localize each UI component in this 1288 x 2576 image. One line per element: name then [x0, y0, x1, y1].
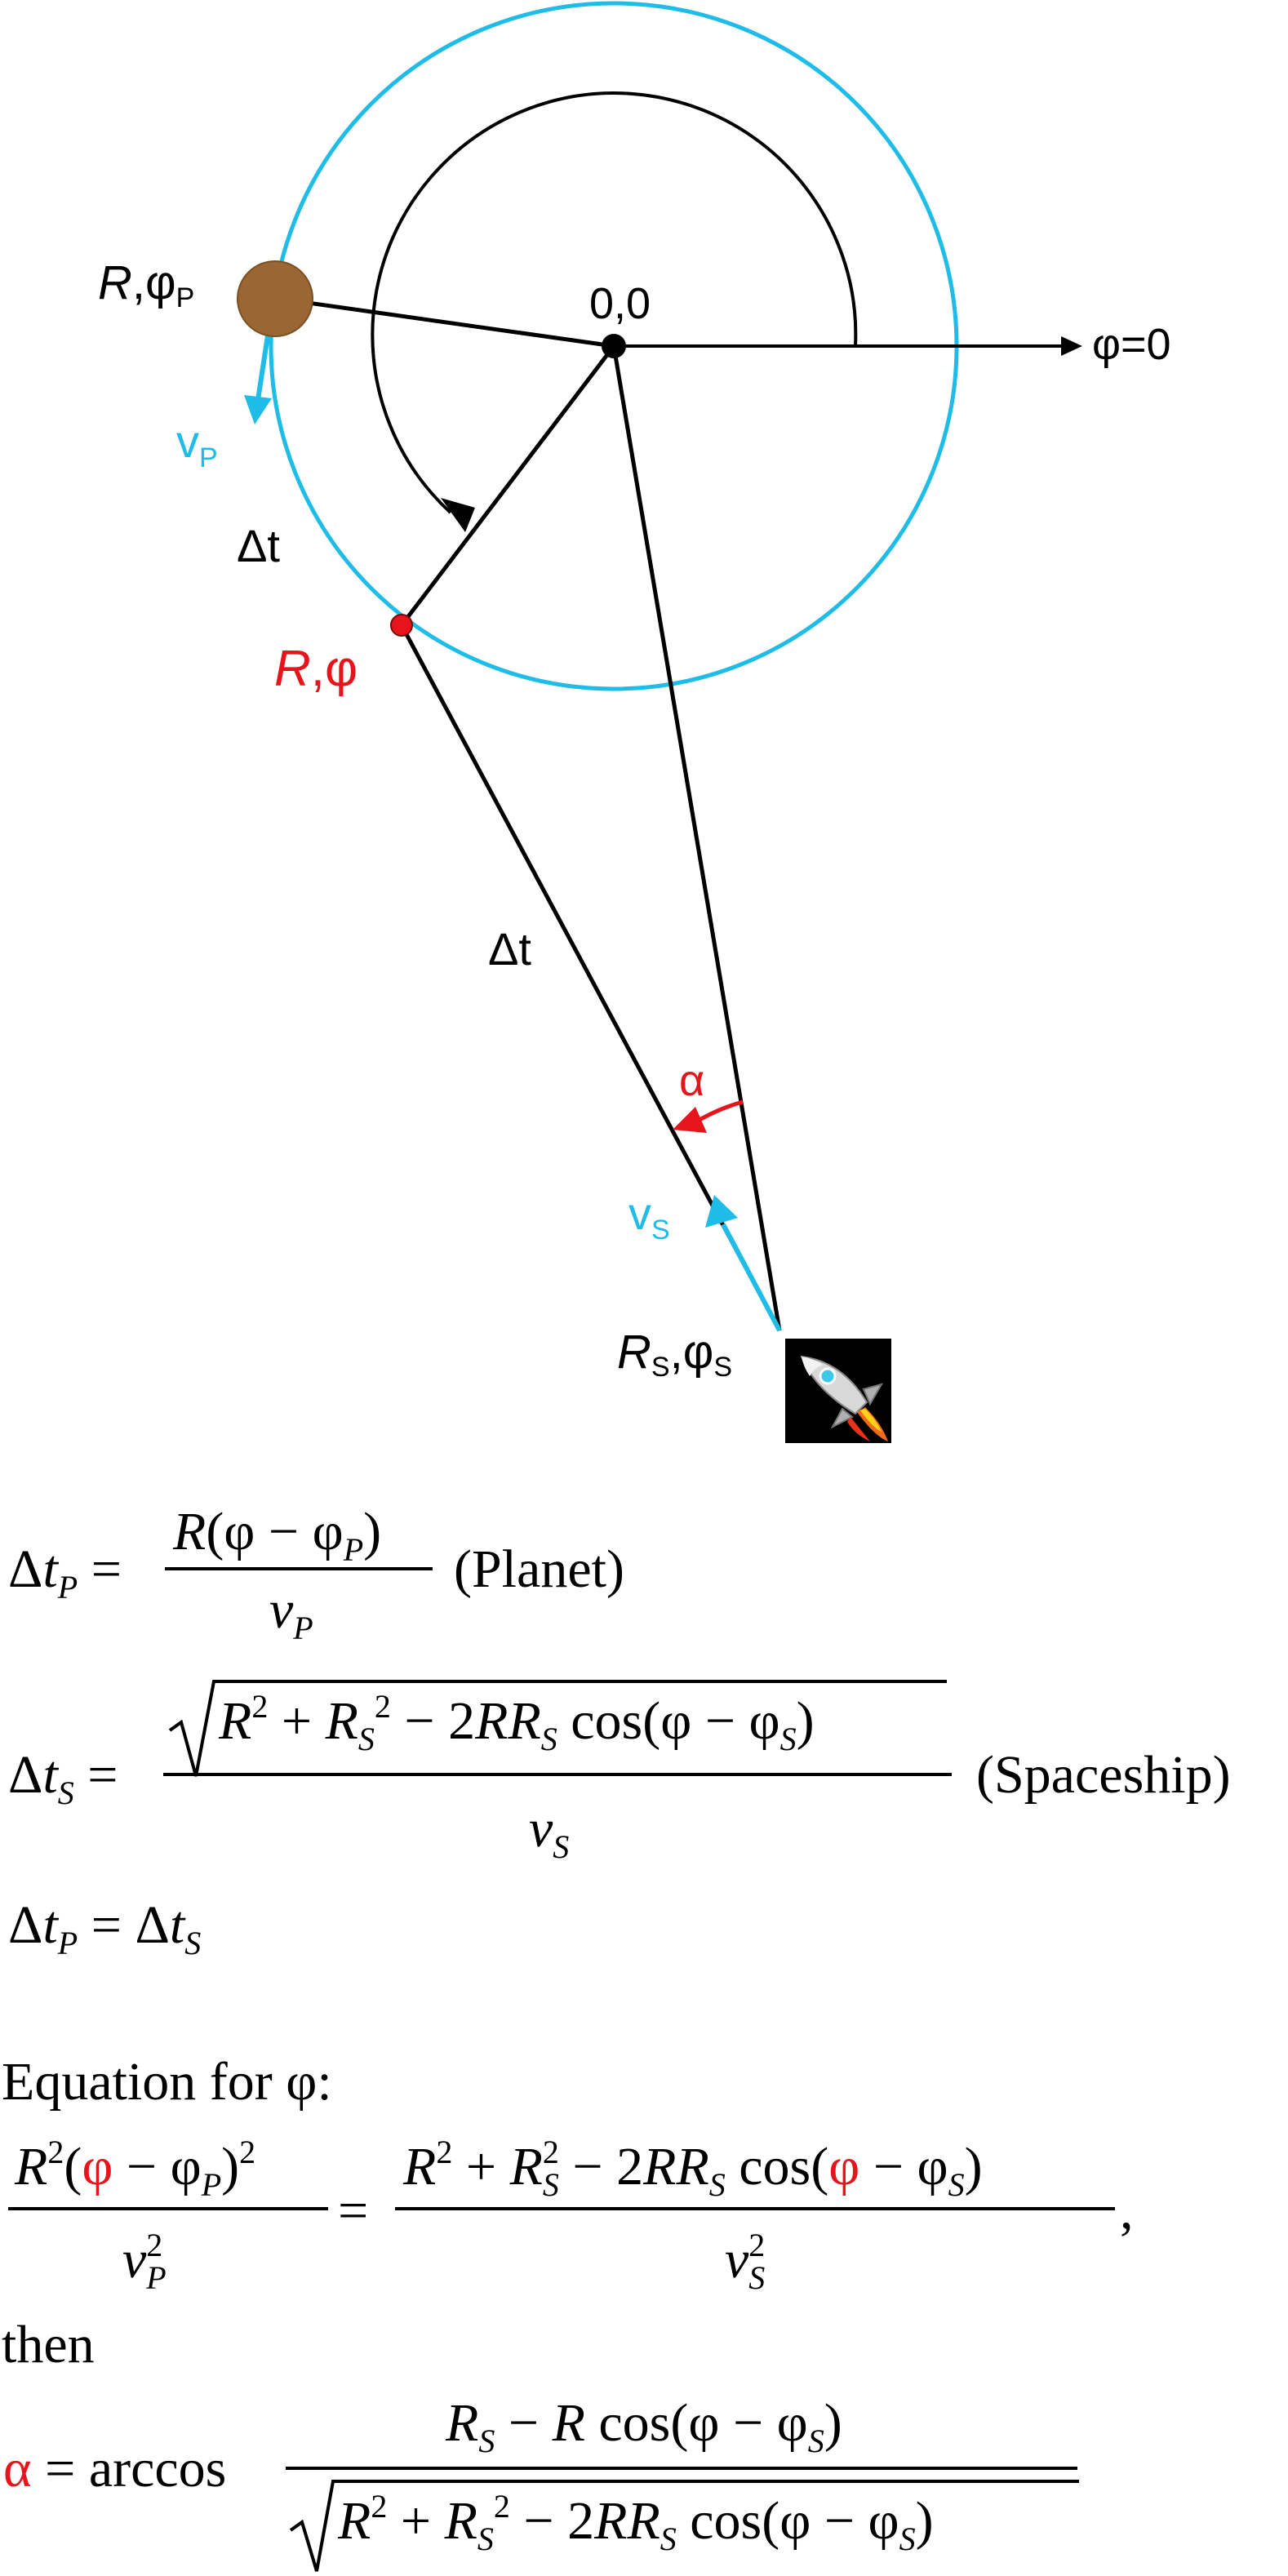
spaceship-velocity-vector [721, 1223, 782, 1332]
ship-R: R [617, 1326, 651, 1379]
planet-phi-sub: P [176, 282, 195, 313]
target-position-label: R,φ [274, 641, 358, 697]
equation-planet-time: ΔtP = R(φ − φP) vP (Planet) [8, 1502, 624, 1646]
svg-text:R(φ − φP): R(φ − φP) [172, 1502, 381, 1568]
radius-to-planet [273, 295, 615, 349]
svg-text:RS − R cos(φ − φS): RS − R cos(φ − φS) [445, 2393, 842, 2459]
geometry-diagram: 0,0 φ=0 R,φP vP Δt R,φ Δt α vS RS,φS [98, 1, 1171, 1443]
spaceship-velocity-label: vS [628, 1188, 670, 1246]
origin-point [602, 334, 626, 358]
spaceship-dt-label: Δt [488, 923, 531, 975]
rocket-icon [785, 1339, 891, 1443]
spaceship-velocity-arrowhead [705, 1195, 738, 1228]
phi-equation-comma: , [1120, 2181, 1134, 2241]
ship-phi-sub: S [713, 1352, 732, 1383]
alpha-label: α [679, 1056, 704, 1105]
svg-text:=: = [338, 2181, 368, 2241]
svg-text:vS: vS [529, 1799, 569, 1865]
target-point-icon [390, 614, 413, 637]
origin-label: 0,0 [589, 279, 651, 328]
svg-text:ΔtP =: ΔtP = [8, 1539, 122, 1606]
planet-icon [237, 260, 313, 337]
target-phi: ,φ [311, 641, 358, 697]
planet-position-label: R,φP [98, 256, 194, 313]
planet-phi: ,φ [132, 256, 176, 309]
angle-arc-arrowhead [441, 498, 475, 532]
planet-tag: (Planet) [454, 1539, 624, 1599]
angle-arc [371, 91, 858, 514]
svg-text:R2(φ − φP)2: R2(φ − φP)2 [14, 2134, 255, 2203]
equation-spaceship-time: ΔtS = R2 + RS2 − 2RRS cos(φ − φS) vS (Sp… [8, 1680, 1231, 1865]
equations: ΔtP = R(φ − φP) vP (Planet) ΔtS = R2 + R… [2, 1502, 1231, 2572]
svg-text:R2 + RS2 − 2RRS cos(φ − φS): R2 + RS2 − 2RRS cos(φ − φS) [337, 2488, 934, 2557]
svg-text:ΔtS =: ΔtS = [8, 1745, 118, 1811]
vs-sub: S [651, 1215, 670, 1246]
phi-equation-heading: Equation for φ: [2, 2052, 332, 2112]
planet-velocity-label: vP [176, 415, 218, 473]
spaceship-position-label: RS,φS [617, 1326, 732, 1383]
svg-text:R2 + R2S − 2RRS cos(φ − φS): R2 + R2S − 2RRS cos(φ − φS) [402, 2134, 983, 2203]
vs-symbol: v [628, 1188, 651, 1239]
radius-to-spaceship [611, 345, 782, 1331]
spaceship-tag: (Spaceship) [976, 1745, 1231, 1805]
then-label: then [2, 2315, 95, 2374]
phi-zero-label: φ=0 [1092, 320, 1171, 369]
equation-time-equality: ΔtP = ΔtS [8, 1895, 201, 1961]
planet-dt-label: Δt [237, 520, 280, 571]
svg-text:ΔtP = ΔtS: ΔtP = ΔtS [8, 1895, 201, 1961]
vp-sub: P [199, 442, 218, 473]
planet-velocity-arrowhead [244, 395, 272, 424]
phi-zero-arrowhead [1061, 336, 1082, 356]
svg-text:v2S: v2S [725, 2227, 765, 2296]
radius-to-target [400, 344, 615, 627]
alpha-arrowhead [673, 1107, 707, 1133]
ship-R-sub: S [651, 1352, 670, 1383]
svg-text:v2P: v2P [122, 2227, 167, 2296]
planet-R: R [98, 256, 132, 309]
svg-text:α = arccos: α = arccos [3, 2439, 226, 2498]
ship-phi: ,φ [670, 1326, 714, 1379]
svg-text:R2 + RS2 − 2RRS cos(φ − φS): R2 + RS2 − 2RRS cos(φ − φS) [218, 1688, 815, 1757]
svg-text:vP: vP [269, 1580, 313, 1646]
vp-symbol: v [176, 415, 199, 467]
equation-alpha: α = arccos RS − R cos(φ − φS) R2 + RS2 −… [3, 2393, 1079, 2572]
target-R: R [274, 641, 311, 697]
